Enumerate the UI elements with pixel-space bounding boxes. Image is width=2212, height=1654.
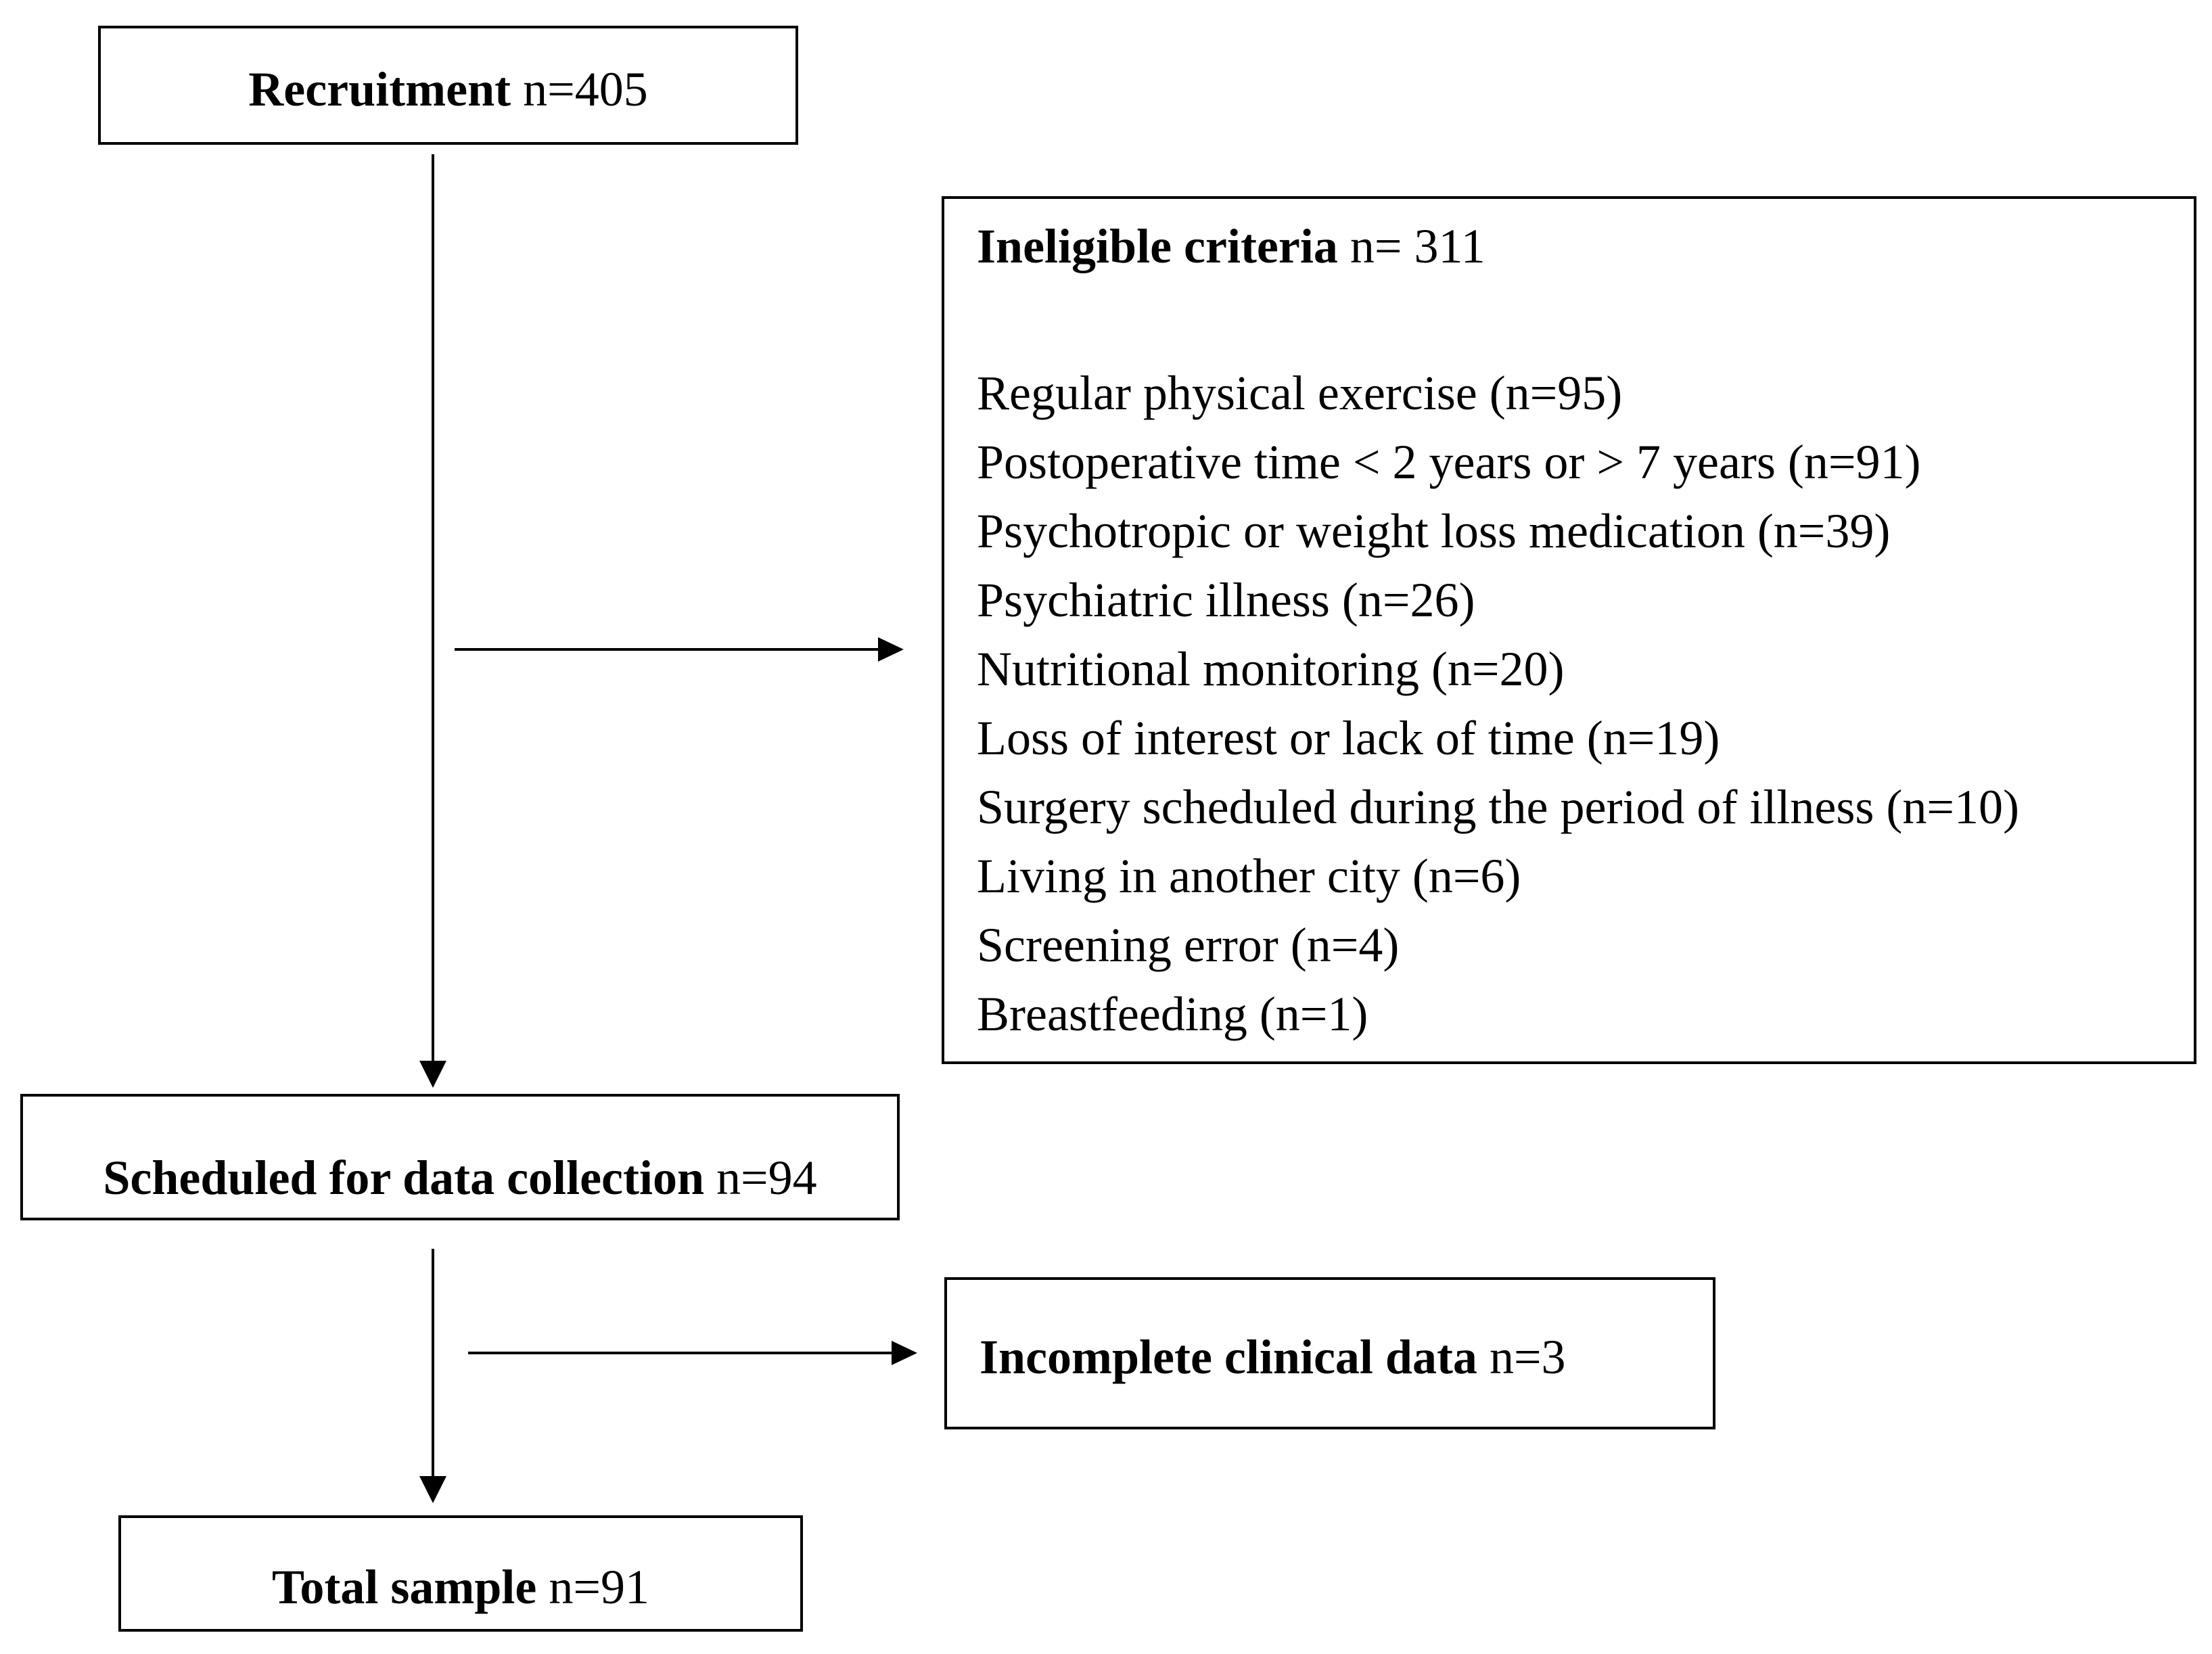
recruitment-count: n=405 — [523, 62, 648, 116]
ineligible-reason: Living in another city (n=6) — [977, 849, 1521, 903]
scheduled-title: Scheduled for data collection — [103, 1151, 705, 1205]
recruitment-box: Recruitment n=405 — [98, 26, 798, 145]
ineligible-reason: Screening error (n=4) — [977, 918, 1400, 972]
ineligible-reason: Psychiatric illness (n=26) — [977, 573, 1475, 627]
total-box: Total sample n=91 — [118, 1515, 803, 1632]
incomplete-title: Incomplete clinical data — [980, 1330, 1477, 1384]
arrowhead-down-total — [419, 1476, 446, 1503]
arrowhead-right-ineligible — [878, 637, 904, 662]
total-label: Total sample n=91 — [121, 1563, 800, 1611]
arrowhead-down-scheduled — [419, 1061, 446, 1088]
ineligible-reason: Nutritional monitoring (n=20) — [977, 642, 1565, 696]
ineligible-count: n= 311 — [1350, 219, 1485, 273]
total-title: Total sample — [271, 1560, 537, 1614]
scheduled-label: Scheduled for data collection n=94 — [23, 1153, 897, 1202]
ineligible-box: Ineligible criteria n= 311 Regular physi… — [942, 196, 2196, 1064]
scheduled-count: n=94 — [716, 1151, 817, 1205]
total-count: n=91 — [549, 1560, 649, 1614]
ineligible-reason: Regular physical exercise (n=95) — [977, 366, 1623, 420]
ineligible-title: Ineligible criteria — [977, 219, 1338, 273]
recruitment-label: Recruitment n=405 — [101, 65, 796, 114]
ineligible-heading: Ineligible criteria n= 311 — [977, 222, 1485, 271]
ineligible-reason: Breastfeeding (n=1) — [977, 987, 1368, 1041]
ineligible-reason: Loss of interest or lack of time (n=19) — [977, 711, 1720, 765]
arrowhead-right-incomplete — [892, 1341, 917, 1365]
recruitment-title: Recruitment — [248, 62, 511, 116]
ineligible-reason: Psychotropic or weight loss medication (… — [977, 504, 1891, 558]
incomplete-count: n=3 — [1489, 1330, 1566, 1384]
ineligible-reason: Postoperative time < 2 years or > 7 year… — [977, 435, 1921, 489]
incomplete-label: Incomplete clinical data n=3 — [980, 1333, 1566, 1381]
scheduled-box: Scheduled for data collection n=94 — [20, 1094, 900, 1220]
ineligible-reason: Surgery scheduled during the period of i… — [977, 780, 2019, 834]
ineligible-reasons-list: Regular physical exercise (n=95) Postope… — [977, 359, 2019, 1049]
incomplete-box: Incomplete clinical data n=3 — [944, 1277, 1715, 1429]
